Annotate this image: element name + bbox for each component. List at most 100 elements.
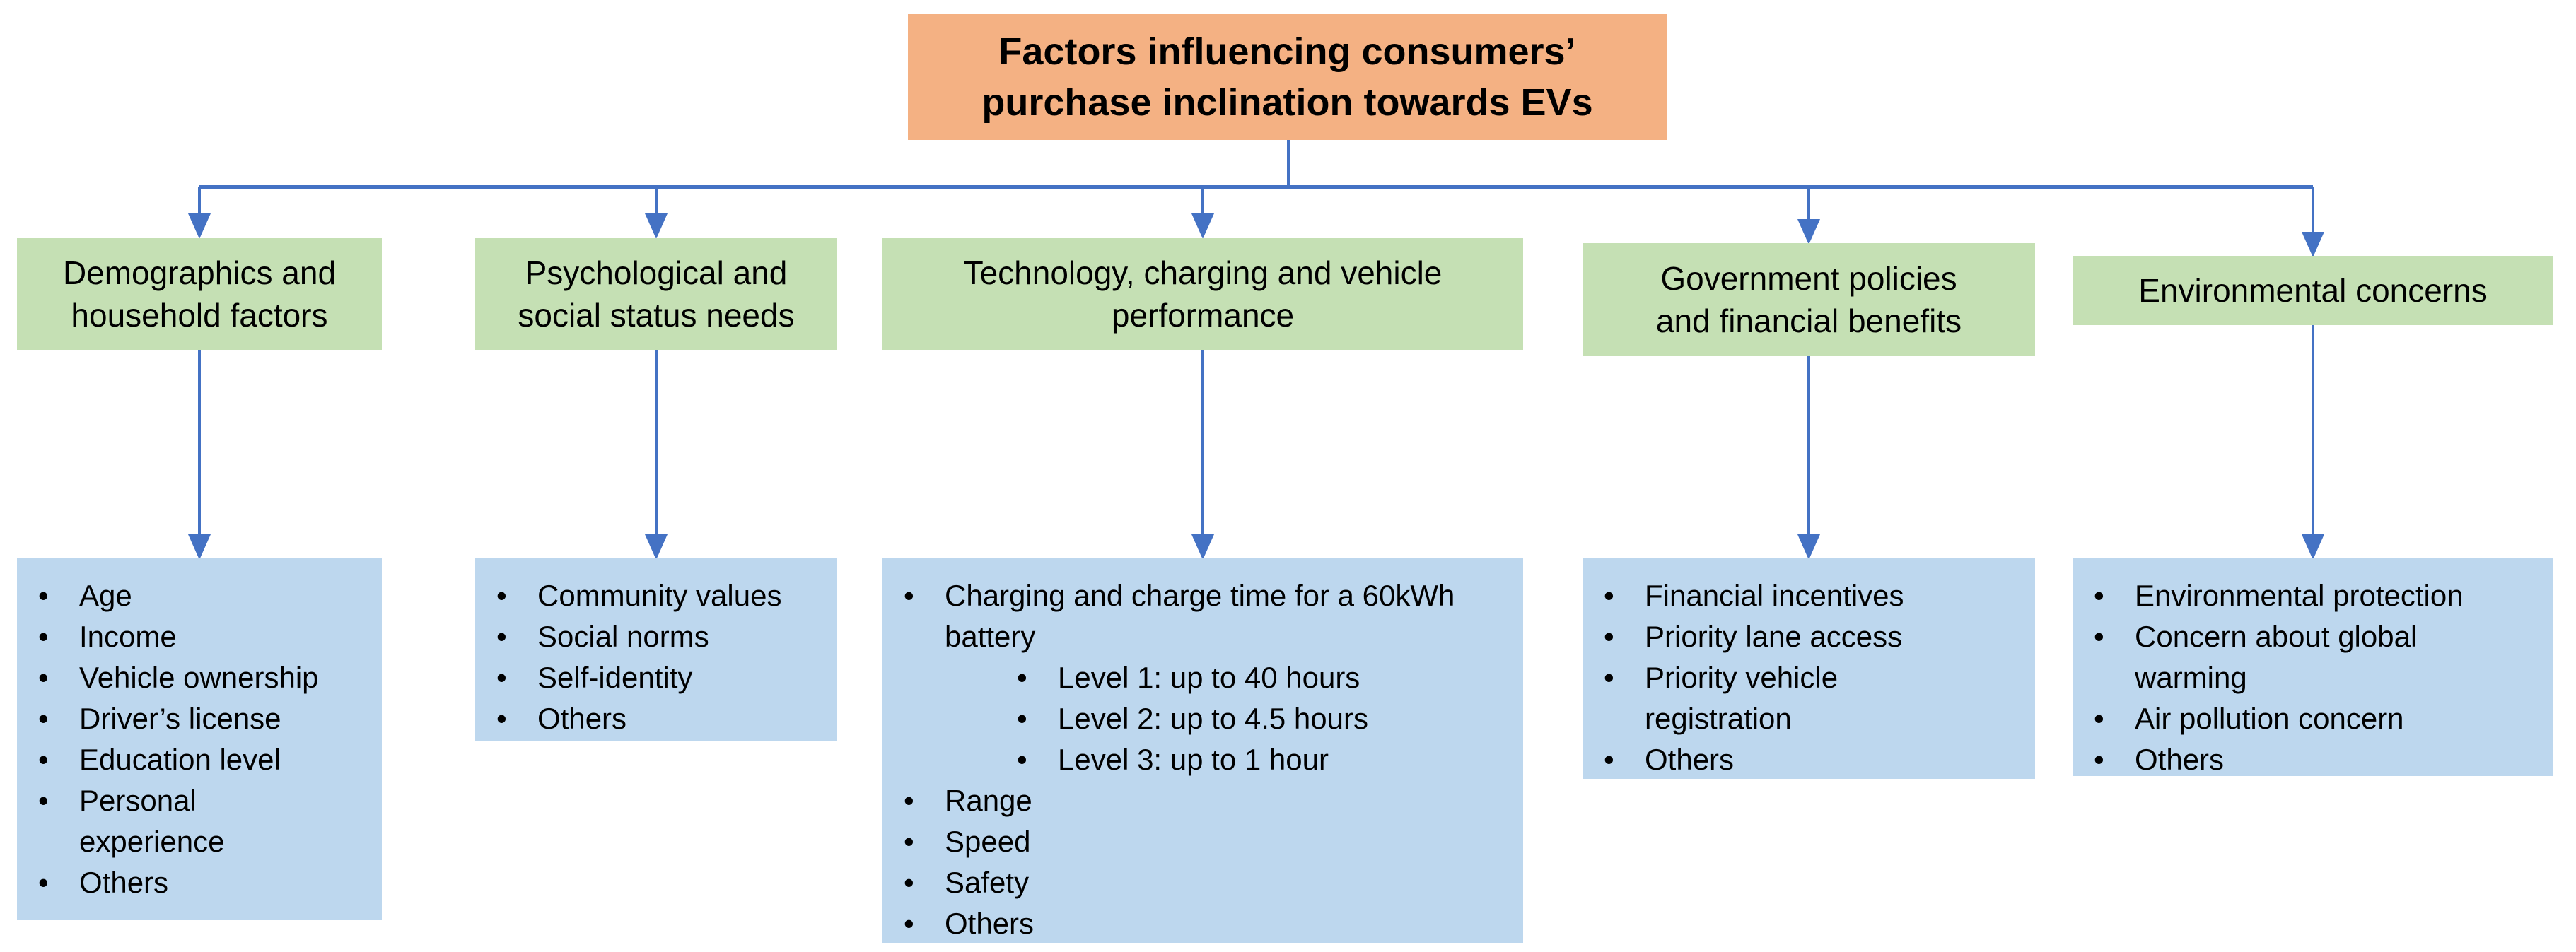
bullet-icon: •	[38, 661, 49, 694]
bullet-icon: •	[904, 866, 914, 899]
list-item-text: Community values	[537, 579, 782, 612]
branch-header-label: performance	[1111, 297, 1295, 334]
branch-header-demographics: Demographics and household factors	[17, 238, 382, 350]
list-item-text: Priority lane access	[1645, 620, 1903, 653]
bullet-icon: •	[2094, 702, 2104, 735]
list-item: •Others	[2073, 739, 2546, 780]
bullet-icon: •	[2094, 620, 2104, 653]
branch-header-environmental: Environmental concerns	[2073, 256, 2553, 325]
branch-header-label: social status needs	[518, 297, 795, 334]
list-item-text: Air pollution concern	[2135, 702, 2404, 735]
list-item-text: Others	[537, 702, 627, 735]
branch-header-psychological: Psychological and social status needs	[475, 238, 837, 350]
list-item-text: Vehicle ownership	[79, 661, 319, 694]
list-item: • Vehicle ownership	[17, 657, 375, 698]
bullet-icon: •	[38, 743, 49, 776]
list-item-text: Level 2: up to 4.5 hours	[1058, 702, 1368, 735]
arrowhead-icon	[2302, 232, 2324, 257]
list-item: •Others	[475, 698, 830, 739]
list-item: • Income	[17, 616, 375, 657]
list-item-text: Age	[79, 579, 132, 612]
branch-header-label: Psychological and	[525, 254, 788, 291]
bullet-list: • Community values • Social norms •Self-iden…	[475, 575, 830, 739]
arrowhead-icon	[1797, 219, 1820, 245]
arrowhead-icon	[188, 534, 211, 560]
list-item: • Priority lane access	[1583, 616, 2028, 657]
bullet-icon: •	[1017, 702, 1027, 735]
list-item-text: Range	[945, 784, 1032, 817]
list-item: •Range	[882, 780, 1516, 821]
bullet-icon: •	[38, 784, 49, 817]
arrowhead-icon	[1191, 213, 1214, 239]
list-item-text: Speed	[945, 825, 1031, 858]
list-item-text: Safety	[945, 866, 1030, 899]
list-item-text: Social norms	[537, 620, 709, 653]
bullet-icon: •	[904, 825, 914, 858]
branch-list-environmental: • Environmental protection • Concern about …	[2073, 558, 2553, 776]
arrowhead-icon	[2302, 534, 2324, 560]
branch-header-label: Demographics and	[62, 254, 337, 291]
bullet-icon: •	[1604, 579, 1614, 612]
list-subitem: •Level 3: up to 1 hour	[996, 739, 1516, 780]
list-item-text: Environmental protection	[2135, 579, 2464, 612]
bullet-icon: •	[38, 702, 49, 735]
root-node: Factors influencing consumers’ purchase …	[908, 14, 1667, 140]
list-item: • Environmental protection	[2073, 575, 2546, 616]
bullet-icon: •	[2094, 579, 2104, 612]
branch-header-label: Technology, charging and vehicle	[963, 254, 1443, 291]
branch-header-technology: Technology, charging and vehicle performa…	[882, 238, 1523, 350]
list-item: • Others	[17, 862, 375, 903]
list-item: • Education level	[17, 739, 375, 780]
bullet-icon: •	[38, 620, 49, 653]
list-item-text: Education level	[79, 743, 281, 776]
list-item: • Community values	[475, 575, 830, 616]
bullet-icon: •	[496, 579, 507, 612]
root-title-line-2: purchase inclination towards EVs	[981, 81, 1593, 124]
bullet-icon: •	[904, 579, 914, 612]
list-item: •Others	[882, 903, 1516, 944]
list-subitem: •Level 1: up to 40 hours	[996, 657, 1516, 698]
bullet-icon: •	[904, 907, 914, 940]
list-item: • Speed	[882, 821, 1516, 862]
branch-header-label: Environmental concerns	[2138, 272, 2488, 309]
list-item-text: Others	[79, 866, 169, 899]
list-item-text: Income	[79, 620, 177, 653]
list-item-text: Others	[1645, 743, 1735, 776]
bullet-icon: •	[2094, 743, 2104, 776]
arrowhead-icon	[188, 213, 211, 239]
bullet-icon: •	[38, 579, 49, 612]
arrowhead-icon	[645, 213, 668, 239]
bullet-icon: •	[496, 620, 507, 653]
list-item: • Safety	[882, 862, 1516, 903]
bullet-icon: •	[1017, 743, 1027, 776]
branch-header-label: and financial benefits	[1655, 302, 1962, 339]
list-item: • Air pollution concern	[2073, 698, 2546, 739]
list-subitem: • Level 2: up to 4.5 hours	[996, 698, 1516, 739]
branch-list-government: •Financial incentives•Priority lane acce…	[1583, 558, 2035, 779]
list-item-text: Driver’s license	[79, 702, 281, 735]
list-item-text: Level 1: up to 40 hours	[1058, 661, 1360, 694]
bullet-list: •Financial incentives•Priority lane acce…	[1583, 575, 2028, 780]
bullet-list: • Environmental protection • Concern about …	[2073, 575, 2546, 780]
list-item: •Self-identity	[475, 657, 830, 698]
bullet-icon: •	[38, 866, 49, 899]
list-item: • Driver’s license	[17, 698, 375, 739]
branch-list-psychological: • Community values • Social norms •Self-iden…	[475, 558, 837, 741]
list-item: •Financial incentives	[1583, 575, 2028, 616]
branch-header-label: household factors	[71, 297, 328, 334]
bullet-icon: •	[1604, 620, 1614, 653]
branch-header-label: Government policies	[1660, 260, 1957, 297]
list-item: •Others	[1583, 739, 2028, 780]
branch-list-demographics: • Age • Income • Vehicle ownership • Driver’s l…	[17, 558, 382, 920]
